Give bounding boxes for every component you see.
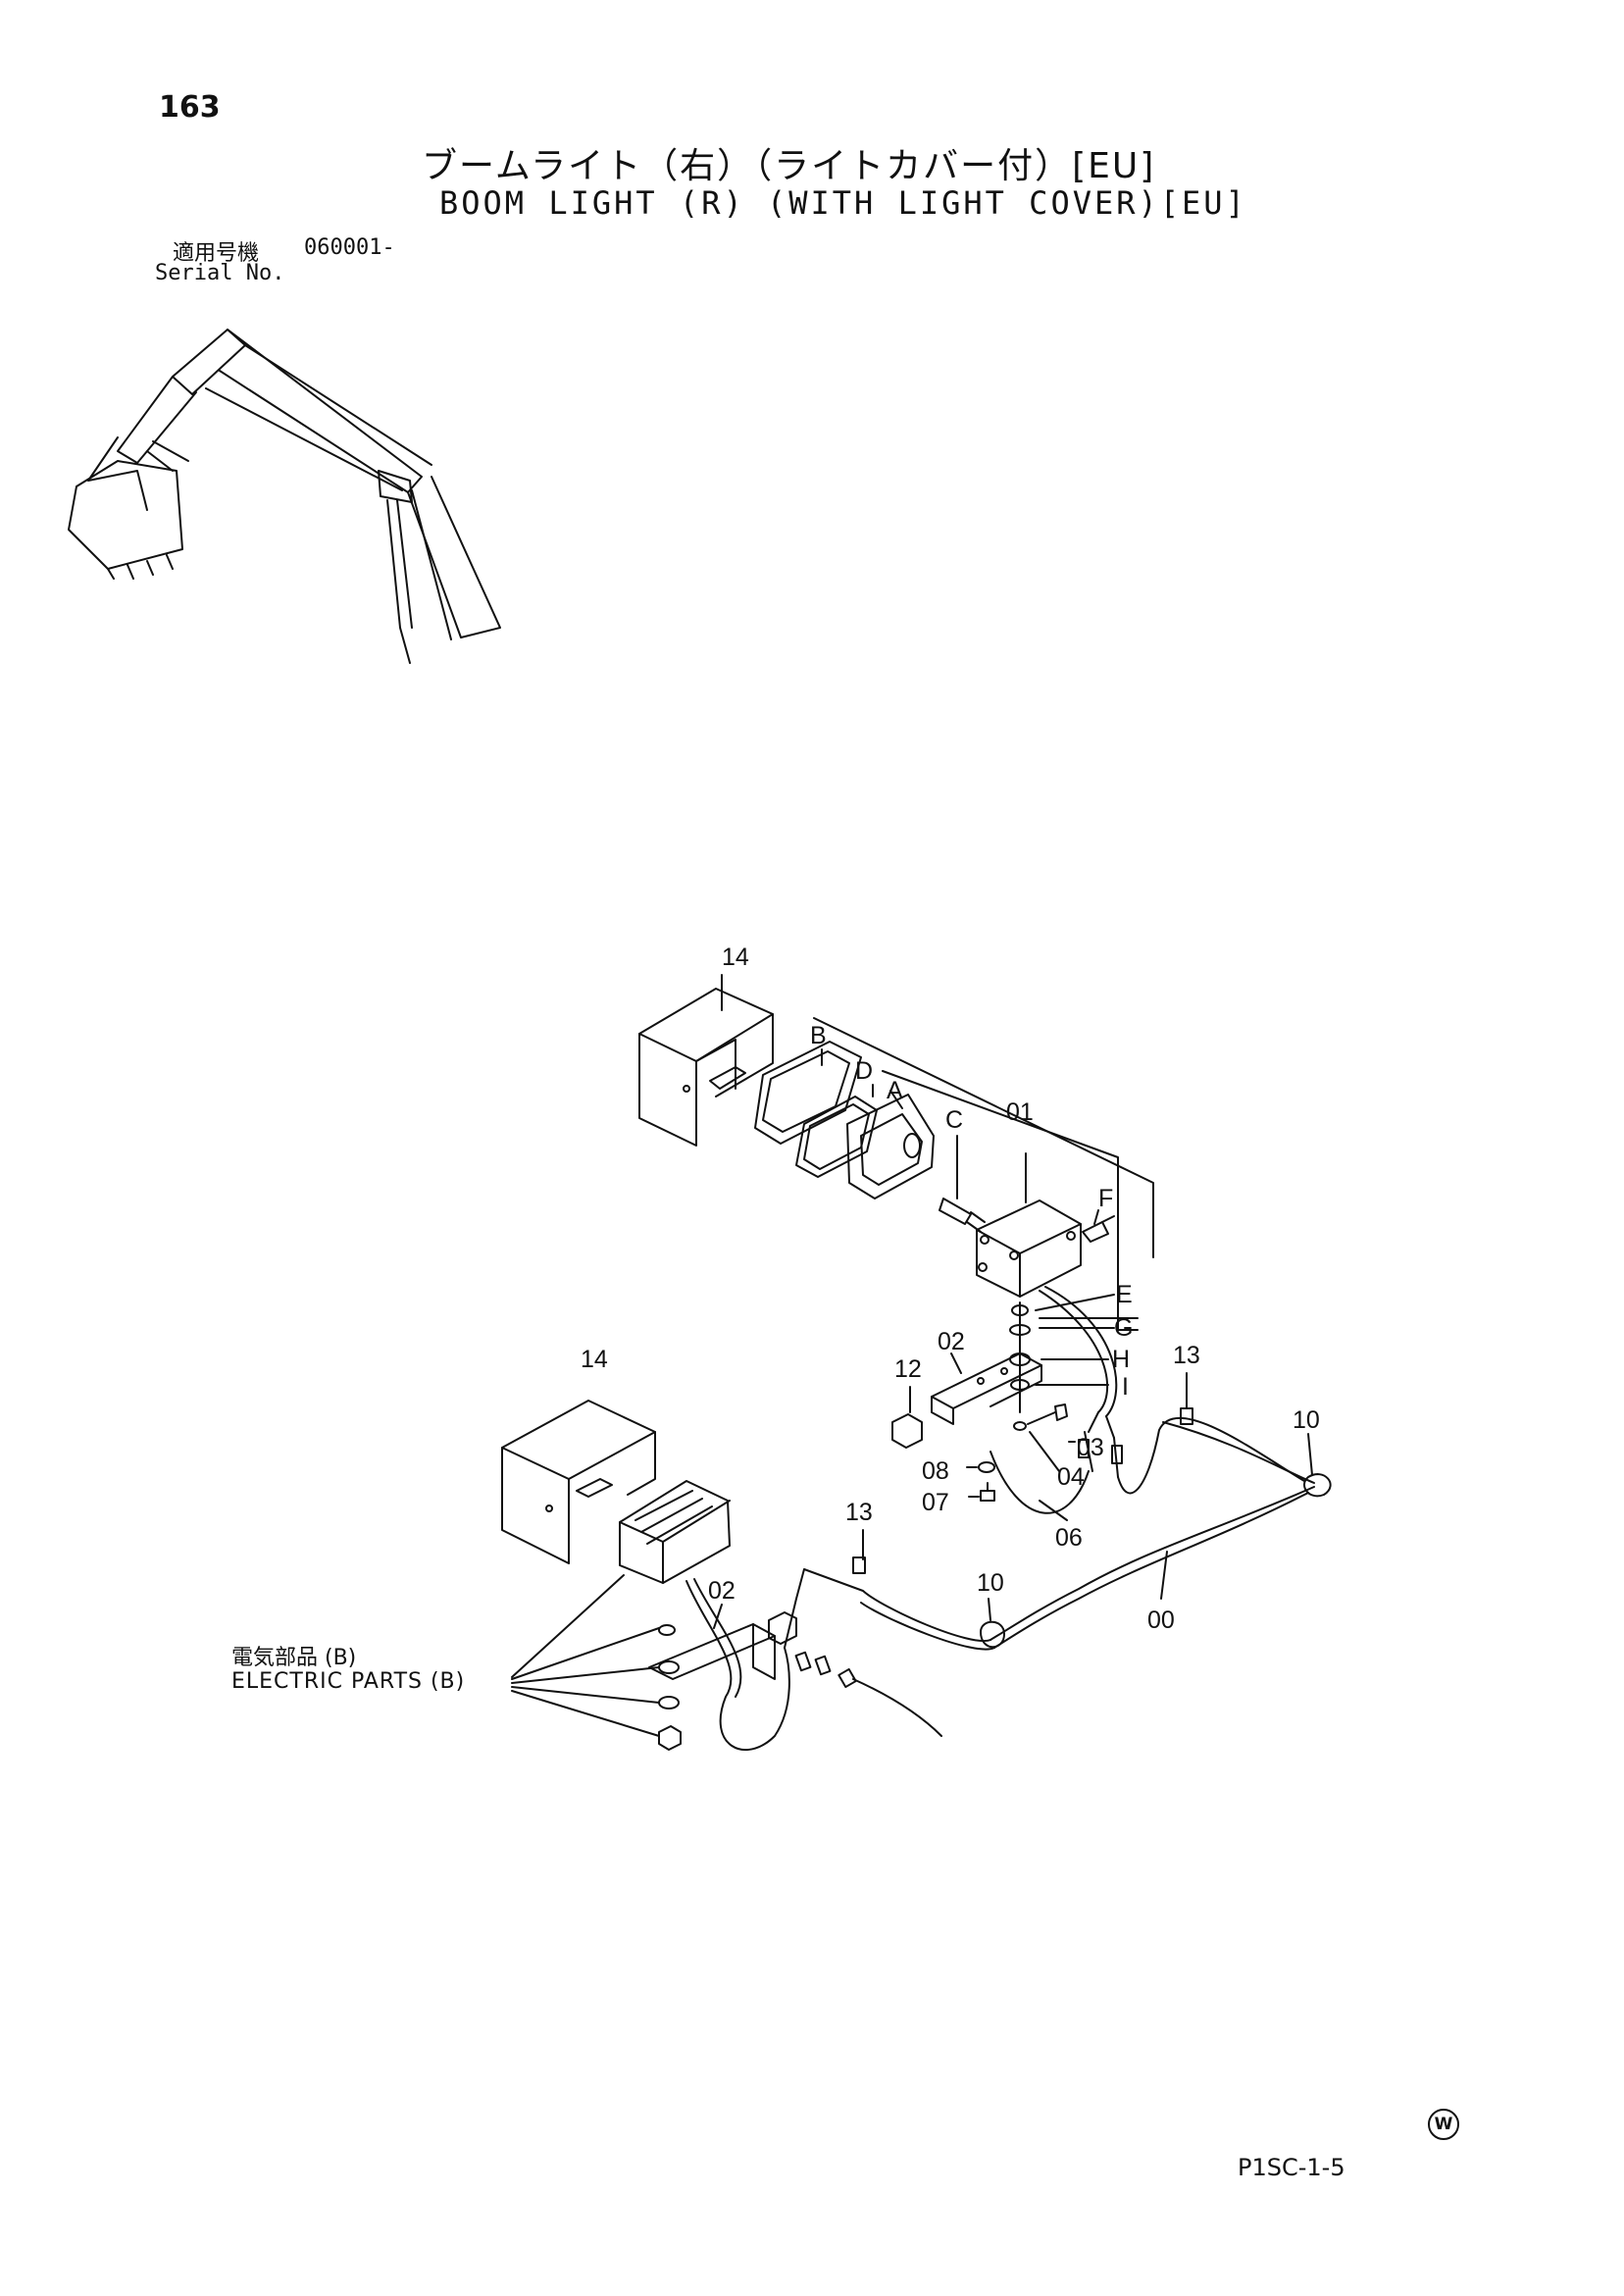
callout-06: 06 [1055, 1524, 1083, 1552]
callout-02-lower: 02 [708, 1577, 736, 1605]
gasket-b [754, 1041, 862, 1145]
electric-parts-label-english: ELECTRIC PARTS (B) [231, 1669, 466, 1694]
serial-label-english: Serial No. [155, 261, 285, 285]
callout-01: 01 [1006, 1098, 1034, 1126]
callout-13-upper: 13 [1173, 1342, 1200, 1369]
callout-07: 07 [922, 1489, 949, 1516]
callout-12: 12 [894, 1355, 922, 1383]
bracket-02-lower [648, 1611, 797, 1680]
light-cover-lower [501, 1400, 656, 1564]
serial-label-japanese: 適用号機 [173, 241, 260, 266]
callout-08: 08 [922, 1457, 949, 1485]
light-body-lower [619, 1480, 731, 1584]
callout-14-lower: 14 [581, 1346, 608, 1373]
electric-parts-label-japanese: 電気部品 (B) [231, 1646, 357, 1670]
light-housing-01 [976, 1199, 1082, 1298]
nut-12 [891, 1413, 923, 1449]
callout-10-lower: 10 [977, 1569, 1004, 1597]
callout-b: B [810, 1022, 827, 1049]
screw-f [1082, 1215, 1115, 1243]
callout-c: C [945, 1106, 963, 1134]
gasket-d [795, 1096, 878, 1178]
watermark-logo: W [1428, 2109, 1459, 2140]
lens-a [846, 1094, 935, 1199]
callout-a: A [887, 1077, 903, 1104]
callout-f: F [1098, 1185, 1113, 1212]
callout-03: 03 [1077, 1434, 1104, 1461]
serial-number-value: 060001- [304, 235, 395, 260]
title-japanese: ブームライト（右）（ライトカバー付）[EU] [422, 146, 1156, 186]
page-number: 163 [159, 90, 221, 125]
callout-00: 00 [1147, 1607, 1175, 1634]
callout-10-upper: 10 [1293, 1406, 1320, 1434]
page-code: P1SC-1-5 [1238, 2154, 1345, 2181]
callout-i: I [1122, 1373, 1129, 1401]
bracket-02-upper [931, 1352, 1042, 1425]
title-english: BOOM LIGHT (R) (WITH LIGHT COVER)[EU] [439, 184, 1247, 222]
callout-02-upper: 02 [938, 1328, 965, 1355]
callout-h: H [1112, 1346, 1130, 1373]
bulb-c [939, 1198, 986, 1233]
callout-13-lower: 13 [845, 1499, 873, 1526]
callout-14-upper: 14 [722, 944, 749, 971]
light-cover-upper [638, 988, 774, 1147]
callout-g: G [1114, 1314, 1133, 1342]
bolt-03 [1013, 1403, 1068, 1431]
excavator-arm-illustration [68, 329, 501, 664]
callout-04: 04 [1057, 1463, 1085, 1491]
callout-d: D [855, 1057, 873, 1085]
callout-e: E [1116, 1281, 1133, 1308]
